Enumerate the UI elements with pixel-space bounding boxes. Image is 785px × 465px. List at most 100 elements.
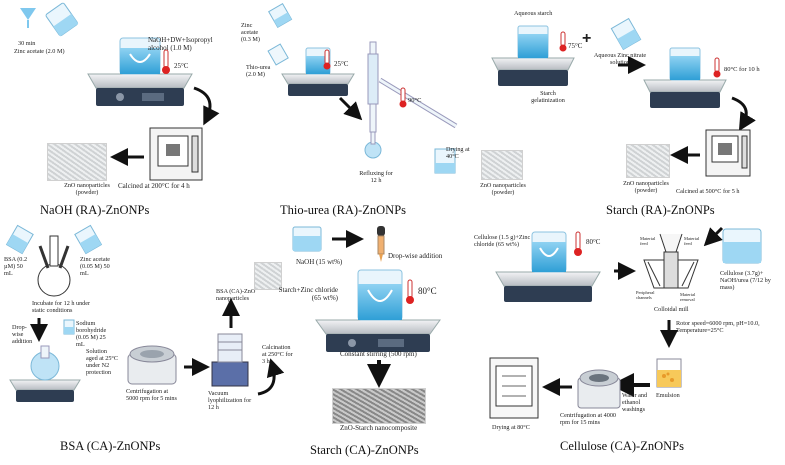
cellulose-naoh-urea: Cellulose (3.7g)+ NaOH/urea (7/12 by mas… [720, 270, 771, 292]
cellulose-diag-arrow [703, 226, 724, 247]
starch-ca-mix: Starch+Zinc chloride (65 wt%) [278, 286, 338, 303]
cellulose-oven-icon [489, 357, 539, 419]
starch-ra-temp2: 80°C for 10 h [724, 66, 760, 73]
naoh-zinc-acetate: Zinc acetate (2.0 M) [14, 48, 65, 55]
naoh-time: 30 min [18, 40, 36, 47]
bsa-arrow-up [222, 298, 240, 328]
bsa-lyophilizer-icon [211, 333, 249, 387]
bsa-product-image [254, 262, 282, 290]
thio-temp1: 25°C [334, 60, 349, 68]
cellulose-temp: 80°C [586, 238, 601, 246]
bsa-borohydride-beaker-icon [63, 319, 75, 335]
bsa-right-beaker-icon [74, 224, 103, 255]
thio-product: ZnO nanoparticles (powder) [480, 182, 526, 197]
naoh-left-arrow [110, 148, 144, 166]
starch-ca-dropwise: Drop-wise addition [388, 252, 443, 260]
starch-ca-naoh: NaOH (15 wt%) [296, 258, 343, 266]
thio-temp2: 90°C [408, 97, 422, 104]
thio-thermometer-icon [323, 49, 331, 70]
starch-ra-product-image [626, 144, 670, 178]
cellulose-centrifuge-icon [577, 369, 621, 409]
bsa-centrifuge: Centrifugation at 5000 rpm for 5 mins [126, 388, 177, 403]
thio-reflux: Refluxing for 12 h [359, 170, 393, 185]
thio-hotplate-icon [281, 47, 355, 96]
starch-ra-hotplate1-icon [491, 25, 575, 86]
bsa-zinc-label: Zinc acetate (0.05 M) 50 mL [80, 256, 111, 278]
thio-arrow-down [338, 96, 363, 121]
cellulose-left-arrow2 [542, 378, 572, 396]
starch-ra-temp1: 75°C [568, 42, 583, 50]
naoh-furnace-icon [149, 127, 203, 181]
title-thio: Thio-urea (RA)-ZnONPs [280, 203, 407, 217]
starch-ra-curved-arrow [731, 96, 756, 132]
cellulose-washings: Water and ethanol washings [622, 392, 648, 414]
starch-ca-thermometer-icon [406, 279, 414, 304]
title-bsa: BSA (CA)-ZnONPs [60, 439, 161, 453]
naoh-zinc-drop-icon [20, 8, 36, 28]
thio-thiourea-beaker-icon [267, 43, 289, 66]
starch-ca-stirring: Constant stirring (500 rpm) [340, 350, 417, 358]
starch-ra-furnace-icon [705, 129, 751, 177]
bsa-product: BSA (CA)-ZnO nanoparticles [216, 288, 256, 303]
naoh-product-image [47, 143, 107, 181]
thio-zinc-beaker-icon [268, 3, 293, 28]
thio-thermometer2-icon [399, 87, 407, 108]
thio-zinc-acetate: Zinc acetate (0.3 M) [241, 22, 260, 44]
cellulose-thermometer-icon [574, 231, 582, 256]
cellulose-right-arrow [614, 262, 636, 280]
starch-ca-temp: 80°C [418, 286, 437, 296]
cellulose-mill-label-2: Material feed [684, 236, 700, 247]
starch-ca-product: ZnO-Starch nanocomposite [340, 424, 418, 432]
title-naoh: NaOH (RA)-ZnONPs [40, 203, 150, 217]
bsa-flask-icon [37, 235, 71, 297]
naoh-calcine: Calcined at 200°C for 4 h [118, 182, 190, 190]
starch-ra-zinc-nitrate: Aqueous Zinc nitrate solution [593, 52, 647, 67]
title-starch-ca: Starch (CA)-ZnONPs [310, 443, 419, 457]
bsa-right-arrow1 [184, 358, 210, 376]
cellulose-colloidal-mill-icon [643, 233, 699, 289]
bsa-dropwise: Drop-wise addition [12, 324, 33, 346]
starch-ra-calcine: Calcined at 500°C for 5 h [676, 188, 740, 195]
thio-product-image [481, 150, 523, 180]
starch-ra-thermometer1-icon [559, 31, 567, 52]
naoh-reagent: NaOH+DW+Isopropyl alcohol (1.0 M) [148, 36, 213, 53]
bsa-curved-arrow [257, 358, 285, 396]
naoh-hotplate-icon [87, 37, 193, 106]
starch-ca-right-arrow [332, 230, 364, 248]
cellulose-centrifuge: Centrifugation at 4000 rpm for 15 mins [560, 412, 617, 427]
starch-ra-gelatinization: Starch gelatinization [531, 90, 565, 105]
cellulose-hotplate-icon [495, 231, 601, 302]
plus-sign: + [582, 30, 592, 47]
thio-drying-beaker-icon [434, 148, 456, 174]
starch-ra-product: ZnO nanoparticles (powder) [623, 180, 669, 195]
starch-ra-left-arrow [670, 146, 700, 164]
title-starch-ra: Starch (RA)-ZnONPs [606, 203, 715, 217]
cellulose-emulsion-beaker-icon [656, 358, 682, 388]
starch-ra-thermometer2-icon [713, 57, 721, 78]
naoh-temp: 25°C [174, 62, 189, 70]
bsa-centrifuge-icon [127, 345, 177, 385]
title-cellulose: Cellulose (CA)-ZnONPs [560, 439, 684, 453]
naoh-pouring-beaker-icon [45, 2, 79, 37]
bsa-borohydride: Sodium borohydride (0.05 M) 25 mL [76, 320, 107, 349]
bsa-bsa-label: BSA (0.2 µM) 50 mL [4, 256, 28, 278]
starch-ca-naoh-beaker-icon [292, 226, 322, 252]
cellulose-mill-label-1: Material feed [640, 236, 656, 247]
starch-ra-right-arrow [618, 56, 646, 74]
bsa-arrow-down [30, 318, 48, 342]
cellulose-emulsion: Emulsion [656, 392, 680, 399]
naoh-thermometer-icon [162, 49, 170, 74]
cellulose-reagent: Cellulose (1.5 g)+Zinc chloride (65 wt%) [474, 234, 531, 249]
naoh-curved-arrow [193, 86, 220, 126]
cellulose-colloidal-mill: Colloidal mill [654, 306, 689, 313]
cellulose-left-arrow1 [610, 373, 650, 397]
thio-thiourea: Thio-urea (2.0 M) [246, 64, 271, 79]
bsa-solution-aged: Solution aged at 25°C under N2 protectio… [86, 348, 119, 377]
cellulose-naoh-beaker-icon [722, 228, 762, 264]
starch-ca-hotplate-icon [315, 269, 441, 352]
bsa-left-beaker-icon [5, 224, 34, 255]
starch-ca-product-image [332, 388, 426, 424]
bsa-stirrer-icon [9, 345, 81, 402]
bsa-incubate: Incubate for 12 h under static condition… [32, 300, 91, 315]
cellulose-mill-label-4: Material removal [680, 292, 696, 303]
